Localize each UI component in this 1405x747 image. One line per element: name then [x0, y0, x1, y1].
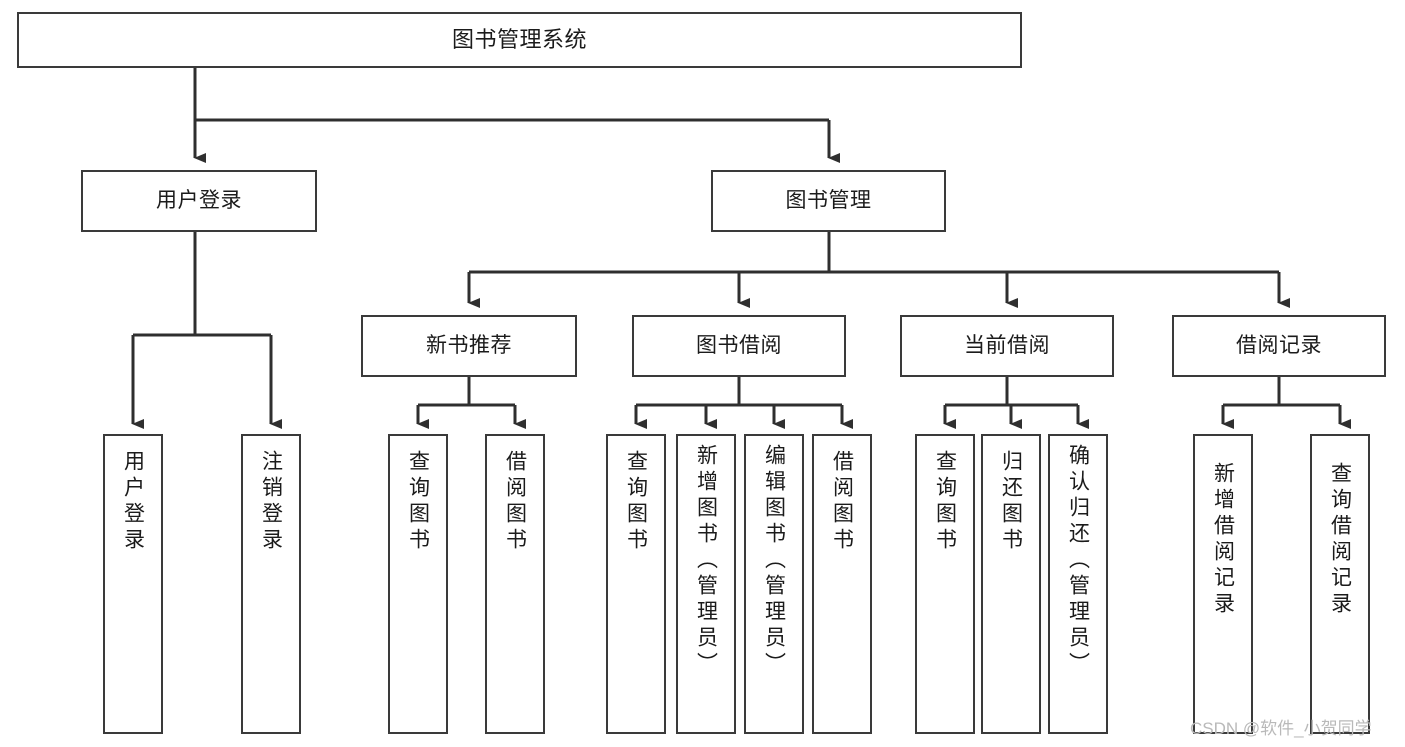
node-leaf-borrow-book-1[interactable]: 借阅图书	[485, 434, 545, 734]
node-leaf-query-book-2-label: 查询图书	[624, 450, 648, 554]
node-leaf-logout-label: 注销登录	[259, 450, 283, 554]
node-root-label: 图书管理系统	[451, 27, 587, 53]
node-leaf-user-login-label: 用户登录	[121, 450, 145, 554]
csdn-watermark-text: CSDN @软件_小贺同学	[1190, 719, 1372, 738]
node-borrow-record-label: 借阅记录	[1236, 333, 1322, 357]
node-leaf-add-record[interactable]: 新增借阅记录	[1193, 434, 1253, 734]
node-leaf-query-book-3[interactable]: 查询图书	[915, 434, 975, 734]
node-new-book-rec[interactable]: 新书推荐	[361, 315, 577, 377]
node-book-manage-label: 图书管理	[785, 188, 872, 212]
node-leaf-borrow-book-1-label: 借阅图书	[503, 450, 527, 554]
node-leaf-user-login[interactable]: 用户登录	[103, 434, 163, 734]
node-leaf-add-record-label: 新增借阅记录	[1211, 462, 1235, 618]
node-leaf-confirm-return[interactable]: 确认归还（管理员）	[1048, 434, 1108, 734]
node-book-borrow[interactable]: 图书借阅	[632, 315, 846, 377]
node-leaf-borrow-book-2-label: 借阅图书	[830, 450, 854, 554]
node-leaf-add-book-label: 新增图书（管理员）	[694, 444, 718, 678]
node-leaf-query-book-1[interactable]: 查询图书	[388, 434, 448, 734]
node-new-book-rec-label: 新书推荐	[426, 333, 512, 357]
node-leaf-borrow-book-2[interactable]: 借阅图书	[812, 434, 872, 734]
node-current-borrow-label: 当前借阅	[964, 333, 1050, 357]
node-leaf-query-book-2[interactable]: 查询图书	[606, 434, 666, 734]
node-leaf-logout[interactable]: 注销登录	[241, 434, 301, 734]
node-book-manage[interactable]: 图书管理	[711, 170, 946, 232]
node-leaf-add-book[interactable]: 新增图书（管理员）	[676, 434, 736, 734]
node-leaf-return-book[interactable]: 归还图书	[981, 434, 1041, 734]
node-leaf-query-record[interactable]: 查询借阅记录	[1310, 434, 1370, 734]
node-leaf-edit-book[interactable]: 编辑图书（管理员）	[744, 434, 804, 734]
node-user-login-label: 用户登录	[156, 188, 242, 212]
node-user-login[interactable]: 用户登录	[81, 170, 317, 232]
csdn-watermark: CSDN @软件_小贺同学	[1190, 714, 1372, 739]
node-leaf-edit-book-label: 编辑图书（管理员）	[762, 444, 786, 678]
node-current-borrow[interactable]: 当前借阅	[900, 315, 1114, 377]
node-root[interactable]: 图书管理系统	[17, 12, 1022, 68]
node-leaf-query-book-1-label: 查询图书	[406, 450, 430, 554]
node-leaf-query-record-label: 查询借阅记录	[1328, 462, 1352, 618]
node-leaf-query-book-3-label: 查询图书	[933, 450, 957, 554]
node-leaf-return-book-label: 归还图书	[999, 450, 1023, 554]
node-book-borrow-label: 图书借阅	[696, 333, 782, 357]
node-borrow-record[interactable]: 借阅记录	[1172, 315, 1386, 377]
node-leaf-confirm-return-label: 确认归还（管理员）	[1066, 444, 1090, 678]
